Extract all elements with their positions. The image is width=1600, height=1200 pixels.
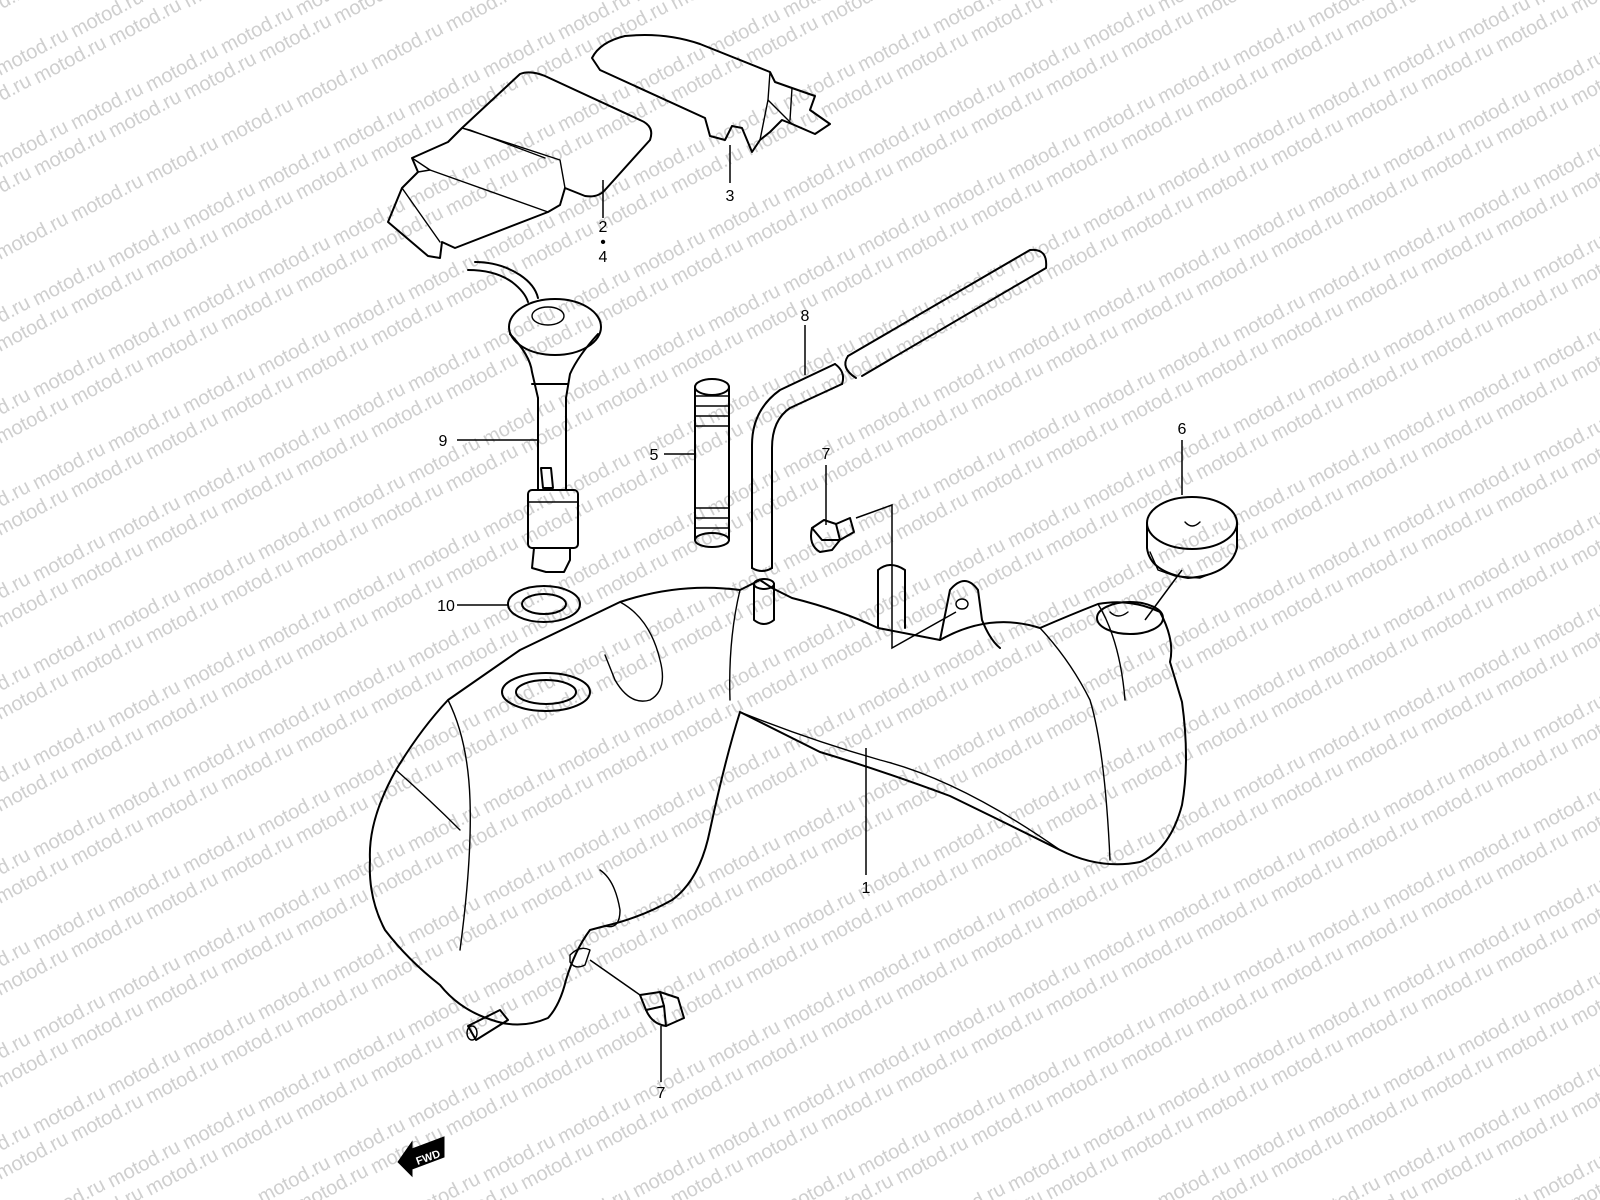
callout-6: 6 [1178,421,1187,438]
watermark-text: motod.ru [817,0,897,30]
watermark-text: motod.ru [1304,1172,1384,1200]
callout-5: 5 [650,447,659,464]
callout-2-4-separator: • [600,234,606,251]
fuel-cap-part [1146,496,1238,579]
leader-lines [457,145,1183,1082]
watermark-text: motod.ru [929,1178,1009,1200]
watermark-text: motod.ru [1454,1188,1534,1200]
fuel-gauge-assembly-part [467,261,602,623]
callout-9: 9 [439,433,448,450]
watermark-text: motod.ru [0,208,72,264]
callout-3: 3 [726,188,735,205]
callout-4: 4 [599,249,608,266]
callout-8: 8 [801,308,810,325]
watermark-text: motod.ru [292,56,372,112]
watermark-text: motod.ru [367,18,447,74]
bolt-bottom-part [639,991,685,1027]
callout-7-bottom: 7 [657,1085,666,1102]
watermark-text: motod.ru [554,1184,634,1200]
vent-tube-part [751,248,1048,572]
watermark-text: motod.ru [330,0,410,28]
watermark-text: motod.ru [1192,0,1272,24]
watermark-text: motod.ru [404,1168,484,1200]
callout-10: 10 [437,598,455,615]
bolt-top-part [810,517,855,553]
callout-1: 1 [862,880,871,897]
arrow-left-icon [397,1136,445,1178]
front-cover-part [387,71,653,259]
watermark-text: motod.ru [0,0,35,34]
breather-hose-part [694,378,730,548]
callout-7-top: 7 [822,446,831,463]
watermark-text: motod.ru [29,1174,109,1200]
watermark-text: motod.ru [67,170,147,226]
callout-labels: 1 2 • 4 3 5 6 7 7 8 9 10 [437,188,1186,1102]
watermark-text: motod.ru [1567,0,1600,18]
fuel-tank-part [368,564,1187,1041]
rear-cover-part [591,34,831,153]
watermark-text: motod.ru [1042,0,1122,8]
watermark-text: motod.ru [667,0,747,14]
watermark-text: motod.ru [1417,0,1497,2]
watermark-text: motod.ru [217,94,297,150]
watermark-text: motod.ru [142,132,222,188]
callout-2: 2 [599,219,608,236]
watermark-text: motod.ru [442,0,522,36]
watermark-text: motod.ru [180,0,260,12]
